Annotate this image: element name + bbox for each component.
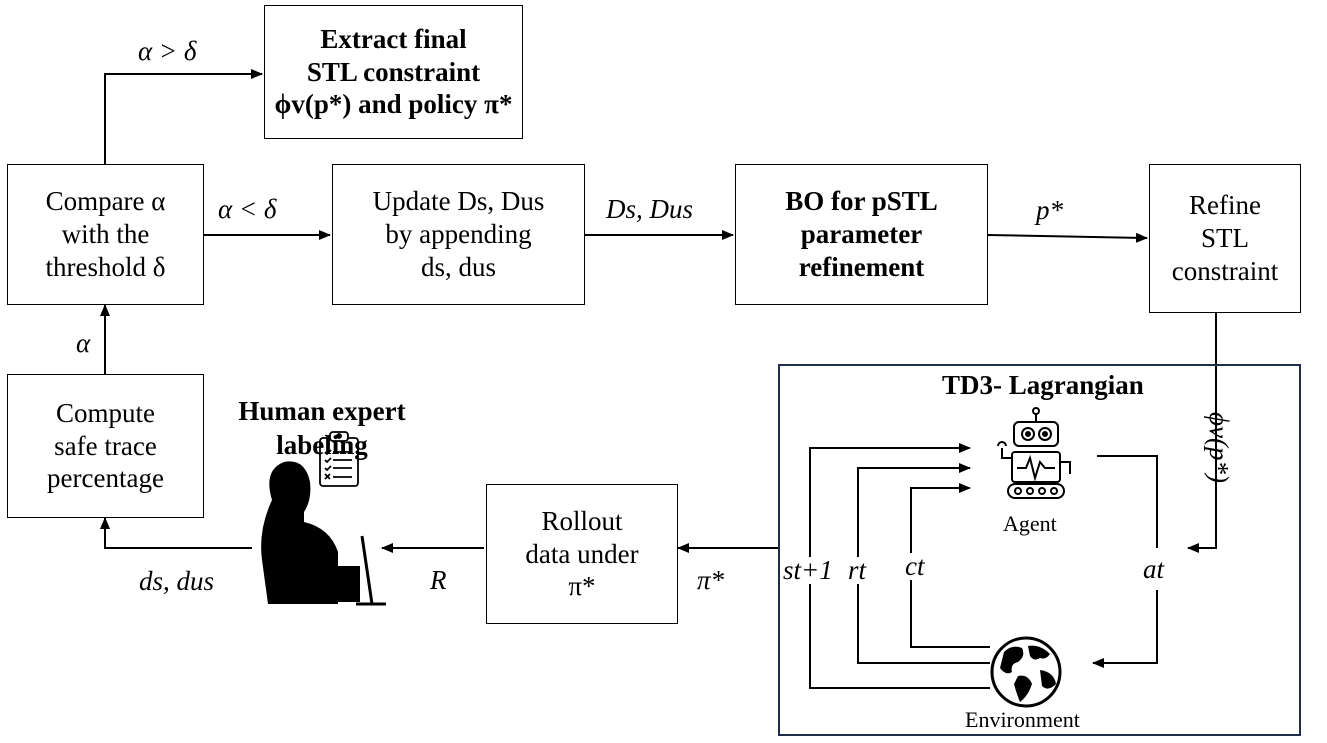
label-alpha-gt-delta: α > δ (138, 36, 197, 66)
environment-label: Environment (965, 707, 1080, 732)
label-ds-dus: ds, dus (139, 566, 215, 596)
line-env-state (809, 580, 990, 689)
arrow-compare-to-extract (104, 69, 263, 164)
label-alpha: α (76, 328, 91, 358)
label-p-star: p* (1036, 195, 1063, 225)
rollout-box: Rollout data under π* (486, 484, 678, 624)
refine-stl-box: Refine STL constraint (1149, 164, 1301, 313)
label-phi-v-p-star: ϕv(p*) (1204, 412, 1234, 483)
td3-lagrangian-frame (778, 364, 1301, 736)
arrow-action-to-environment (1092, 590, 1158, 668)
label-alpha-lt-delta: α < δ (218, 194, 277, 224)
robot-agent-icon (997, 407, 1071, 499)
label-s-t1: st+1 (783, 555, 833, 585)
agent-label: Agent (1003, 511, 1057, 536)
label-a-t: at (1143, 554, 1165, 584)
human-expert-icon (261, 461, 386, 606)
human-expert-title: Human expert labeling (238, 396, 406, 460)
line-env-reward (857, 580, 990, 664)
label-pi-star: π* (697, 565, 725, 595)
label-c-t: ct (905, 551, 925, 581)
arrow-refine-to-td3 (1187, 313, 1217, 553)
line-agent-to-action (1097, 455, 1158, 548)
label-ds-dus-to-bo: Ds, Dus (606, 194, 694, 224)
label-r-t: rt (848, 555, 867, 585)
bo-pstl-box: BO for pSTL parameter refinement (735, 164, 988, 305)
clipboard-icon (319, 431, 359, 487)
line-env-cost (910, 580, 990, 648)
td3-lagrangian-title: TD3- Lagrangian (942, 370, 1144, 400)
compute-safe-trace-box: Compute safe trace percentage (7, 374, 204, 518)
arrow-bo-to-refine (987, 232, 1148, 243)
arrow-human-to-compute (100, 517, 252, 549)
update-box: Update Ds, Dus by appending ds, dus (332, 164, 585, 305)
globe-environment-icon (990, 636, 1062, 708)
label-reward: R (430, 565, 447, 595)
extract-final-box: Extract final STL constraint ϕv(p*) and … (264, 5, 523, 139)
compare-box: Compare α with the threshold δ (7, 164, 204, 305)
